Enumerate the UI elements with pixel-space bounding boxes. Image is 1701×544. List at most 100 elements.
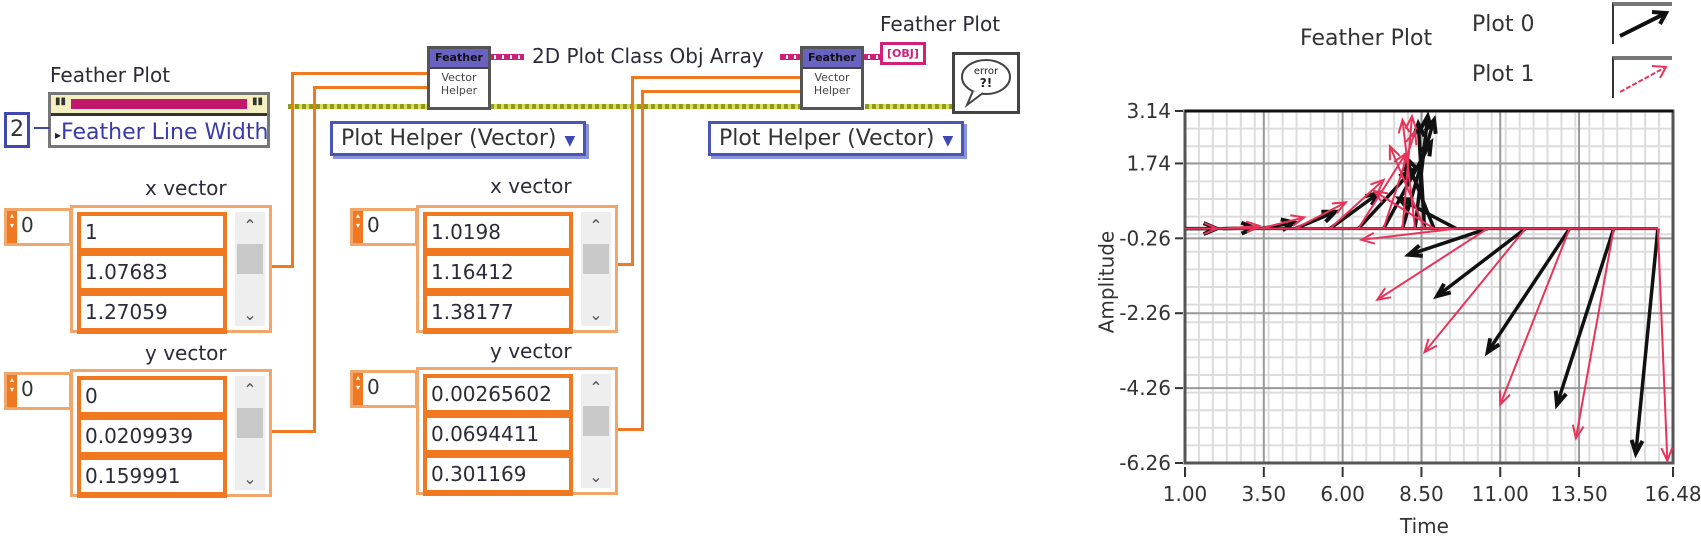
array-element[interactable]: 1.0198	[423, 212, 573, 254]
feather-arrow-plot-1	[1260, 216, 1305, 230]
y-vector-wire-2[interactable]	[616, 428, 644, 431]
feather-arrow-plot-0	[1486, 227, 1572, 354]
array-element[interactable]: 1.38177	[423, 292, 573, 334]
feather-plot-node-label: Feather Plot	[50, 63, 171, 87]
scroll-thumb[interactable]	[237, 408, 263, 438]
y-vector-wire-2h[interactable]	[641, 90, 801, 93]
scroll-up-icon[interactable]: ⌃	[589, 378, 603, 397]
feather-arrow-plot-0	[1404, 156, 1436, 230]
error-handler-subvi[interactable]: error ?!	[952, 52, 1020, 114]
array-index-control[interactable]: ▴▾0	[350, 208, 418, 246]
array-scrollbar[interactable]: ⌃⌄	[581, 374, 611, 488]
y-tick-label: 3.14	[1126, 99, 1171, 123]
y-axis-label: Amplitude	[1094, 230, 1119, 334]
feather-vector-helper-subvi-1[interactable]: Feather Vector Helper	[427, 46, 491, 110]
y-vector-wire-1[interactable]	[266, 430, 316, 433]
error-wire-segment-1[interactable]	[288, 104, 428, 109]
legend-arrow-plot-0-icon	[1619, 10, 1670, 38]
array-index-control[interactable]: ▴▾0	[4, 372, 72, 410]
index-spinner-icon[interactable]: ▴▾	[7, 211, 17, 243]
scroll-up-icon[interactable]: ⌃	[243, 216, 257, 235]
constant-wire[interactable]	[34, 127, 50, 129]
array-element[interactable]: 0.159991	[77, 456, 227, 498]
x-tick-label: 3.50	[1242, 482, 1287, 506]
plot-helper-ring-1[interactable]: Plot Helper (Vector)▼	[330, 121, 587, 156]
feather-vector-helper-subvi-2[interactable]: Feather Vector Helper	[800, 46, 864, 110]
array-scrollbar[interactable]: ⌃⌄	[235, 212, 265, 326]
legend-swatch-plot-1[interactable]	[1612, 56, 1672, 98]
plot-helper-ring-2[interactable]: Plot Helper (Vector)▼	[708, 121, 965, 156]
array-element[interactable]: 1.07683	[77, 252, 227, 294]
y-tick-label: -4.26	[1119, 376, 1171, 400]
scroll-down-icon[interactable]: ⌄	[589, 467, 603, 486]
scroll-down-icon[interactable]: ⌄	[243, 469, 257, 488]
array-element[interactable]: 0.0694411	[423, 414, 573, 456]
scroll-thumb[interactable]	[237, 244, 263, 274]
x-vector-wire-1[interactable]	[266, 265, 294, 268]
scroll-up-icon[interactable]: ⌃	[589, 216, 603, 235]
feather-plot-property-node[interactable]: ▮▮ ▮▮ ▸Feather Line Width	[48, 92, 270, 148]
scroll-thumb[interactable]	[583, 244, 609, 274]
property-feather-line-width[interactable]: ▸Feather Line Width	[51, 116, 268, 145]
x-vector-wire-2v[interactable]	[631, 76, 634, 266]
feather-arrowhead-plot-1	[1245, 220, 1262, 234]
x-vector-wire-2h[interactable]	[631, 76, 801, 79]
array-element[interactable]: 1.27059	[77, 292, 227, 334]
legend-swatch-plot-0[interactable]	[1612, 2, 1672, 44]
feather-arrowhead-plot-1	[1331, 201, 1349, 214]
subvi-1-header: Feather	[430, 49, 488, 69]
array-label: x vector	[490, 174, 572, 198]
feather-arrowhead-plot-1	[1388, 143, 1401, 161]
array-index-control[interactable]: ▴▾0	[350, 370, 418, 408]
scroll-up-icon[interactable]: ⌃	[243, 380, 257, 399]
y-vector-wire-1h[interactable]	[313, 86, 429, 89]
array-element[interactable]: 0.301169	[423, 454, 573, 496]
array-element[interactable]: 1.16412	[423, 252, 573, 294]
index-spinner-icon[interactable]: ▴▾	[7, 375, 17, 407]
feather-plot-object-indicator[interactable]: [OBJ]	[880, 42, 926, 65]
feather-arrow-plot-1	[1376, 227, 1489, 301]
array-element[interactable]: 0.00265602	[423, 374, 573, 416]
x-axis-label: Time	[1400, 514, 1449, 538]
scroll-down-icon[interactable]: ⌄	[589, 305, 603, 324]
line-width-constant[interactable]: 2	[4, 112, 30, 148]
y-tick-label: -6.26	[1119, 451, 1171, 475]
error-wire-segment-2[interactable]	[490, 104, 800, 109]
error-wire-segment-3[interactable]	[865, 104, 955, 109]
feather-arrowhead-plot-1	[1370, 178, 1386, 194]
feather-arrowhead-plot-1	[1290, 214, 1307, 227]
feather-arrowhead-plot-0	[1553, 390, 1568, 410]
array-scrollbar[interactable]: ⌃⌄	[235, 376, 265, 490]
x-vector-wire-1h[interactable]	[291, 72, 429, 75]
feather-arrowhead-plot-1	[1397, 117, 1411, 134]
scroll-down-icon[interactable]: ⌄	[243, 305, 257, 324]
array-element[interactable]: 1	[77, 212, 227, 254]
y-vector-wire-2v[interactable]	[641, 90, 644, 431]
class-array-wire-label: 2D Plot Class Obj Array	[532, 44, 764, 68]
class-wire-2[interactable]	[780, 54, 802, 60]
feather-arrow-plot-1	[1401, 119, 1417, 229]
feather-arrow-plot-0	[1400, 119, 1436, 230]
array-element[interactable]: 0	[77, 376, 227, 418]
feather-arrow-plot-1	[1499, 228, 1571, 405]
class-wire-3[interactable]	[862, 54, 880, 60]
error-icon-text: error	[974, 66, 999, 77]
feather-arrowhead-plot-1	[1358, 232, 1376, 245]
x-vector-wire-1v[interactable]	[291, 72, 294, 268]
index-spinner-icon[interactable]: ▴▾	[353, 373, 363, 405]
feather-arrowhead-plot-1	[1660, 447, 1674, 464]
array-element[interactable]: 0.0209939	[77, 416, 227, 458]
array-scrollbar[interactable]: ⌃⌄	[581, 212, 611, 326]
feather-arrow-plot-1	[1388, 145, 1426, 229]
scroll-thumb[interactable]	[583, 406, 609, 436]
x-vector-wire-2[interactable]	[616, 263, 634, 266]
index-spinner-icon[interactable]: ▴▾	[353, 211, 363, 243]
class-wire-1[interactable]	[488, 54, 524, 60]
feather-arrow-plot-1	[1423, 227, 1527, 353]
y-vector-wire-1v[interactable]	[313, 86, 316, 433]
